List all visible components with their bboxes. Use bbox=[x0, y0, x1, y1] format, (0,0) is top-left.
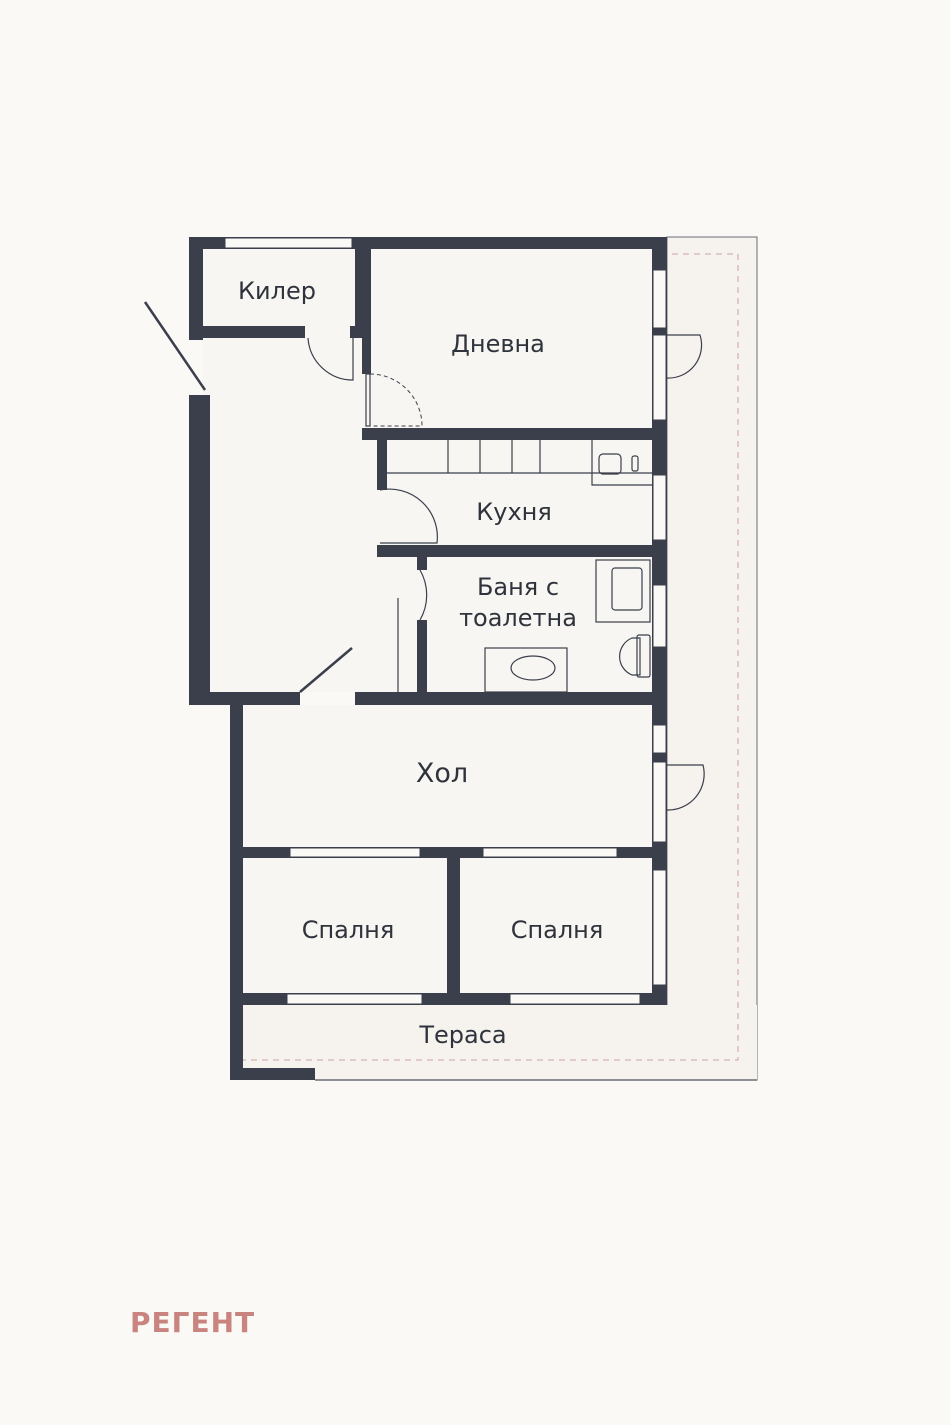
label-spalnya-2: Спалня bbox=[511, 916, 604, 944]
label-banya-1: Баня с bbox=[477, 573, 559, 601]
terrace bbox=[243, 236, 758, 1081]
room-labels: Килер Дневна Кухня Баня с тоалетна Хол С… bbox=[238, 277, 603, 1049]
windows bbox=[224, 237, 667, 1005]
fixtures bbox=[387, 440, 652, 693]
doors bbox=[143, 301, 705, 811]
label-hol: Хол bbox=[416, 758, 468, 789]
label-spalnya-1: Спалня bbox=[302, 916, 395, 944]
label-dnevna: Дневна bbox=[451, 330, 545, 358]
label-banya-2: тоалетна bbox=[459, 604, 577, 632]
label-kiler: Килер bbox=[238, 277, 316, 305]
label-kuhnya: Кухня bbox=[476, 498, 552, 526]
label-terasa: Тераса bbox=[418, 1021, 506, 1049]
brand-logo: РЕГЕНТ bbox=[130, 1306, 256, 1339]
